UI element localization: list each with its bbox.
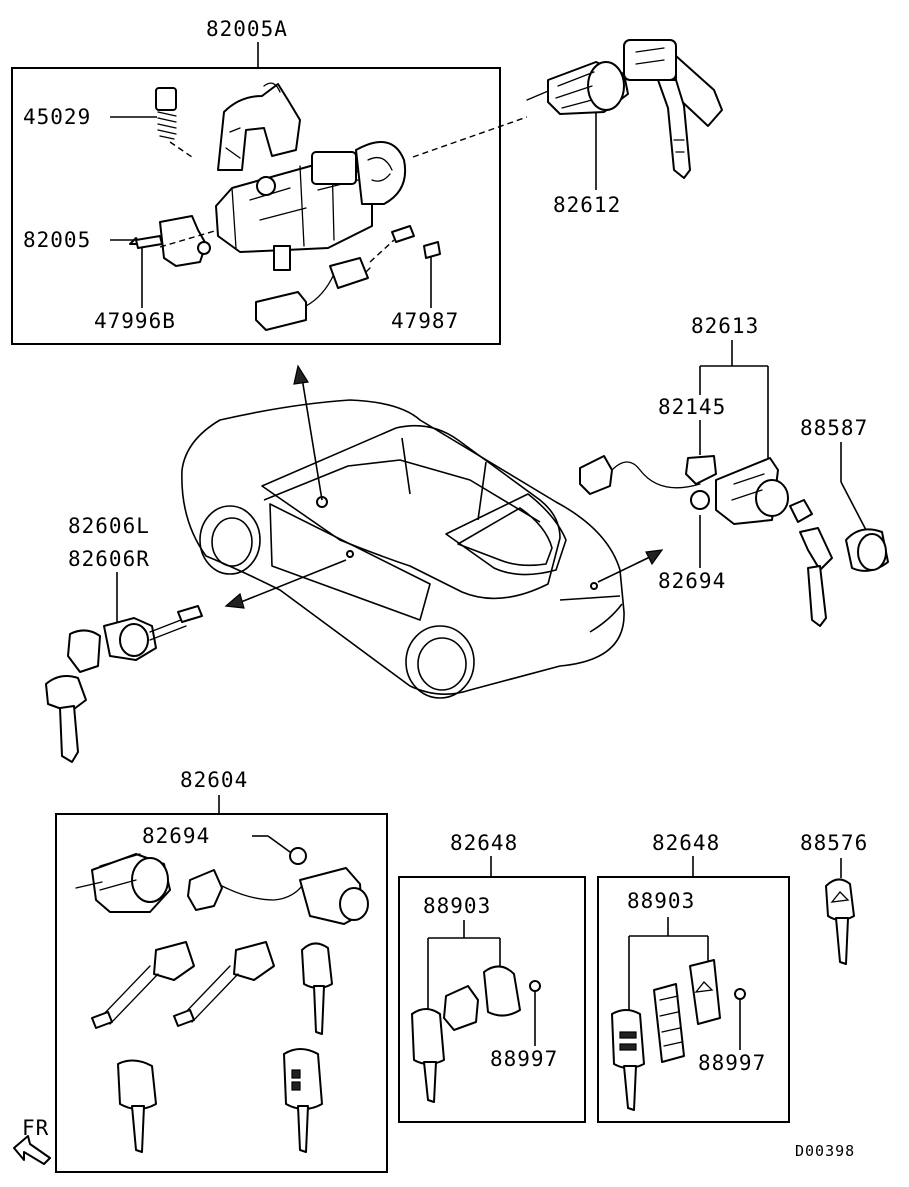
label-88587: 88587 [800,416,869,440]
ignition-switch-frame [11,67,501,345]
tailgate-lock-cylinder [579,455,889,627]
diagram-id: D00398 [795,1142,856,1160]
remote-key-set-a [411,965,541,1103]
label-88903-b: 88903 [627,889,696,913]
label-88576: 88576 [800,831,869,855]
label-82694-tailgate: 82694 [658,569,727,593]
label-82612: 82612 [553,193,622,217]
leader-lines [110,42,867,1050]
lock-set-frame [55,813,388,1173]
fr-label: FR [22,1116,50,1140]
key-set-frame-a [398,876,586,1123]
label-82604: 82604 [180,768,249,792]
ignition-switch-assembly [129,82,441,331]
label-82005A: 82005A [206,17,288,41]
label-88903-a: 88903 [423,894,492,918]
label-47987: 47987 [391,309,460,333]
label-82648-b: 82648 [652,831,721,855]
label-82606L: 82606L [68,514,150,538]
label-47996B: 47996B [94,309,176,333]
label-82005: 82005 [23,228,92,252]
spring-part [155,87,193,158]
label-82145: 82145 [658,395,727,419]
label-82606R: 82606R [68,547,150,571]
vehicle-outline [181,399,625,699]
door-lock-cylinder [45,605,203,763]
front-direction-arrow [13,1135,51,1165]
blank-key [825,878,855,965]
remote-key-set-b [611,959,746,1111]
lock-set-parts [75,847,369,1153]
label-82648-a: 82648 [450,831,519,855]
key-set-frame-b [597,876,790,1123]
location-arrows [224,364,664,609]
label-82694-set: 82694 [142,824,211,848]
ignition-cylinder-with-key [526,39,723,179]
label-88997-b: 88997 [698,1051,767,1075]
label-45029: 45029 [23,105,92,129]
label-88997-a: 88997 [490,1047,559,1071]
label-82613: 82613 [691,314,760,338]
